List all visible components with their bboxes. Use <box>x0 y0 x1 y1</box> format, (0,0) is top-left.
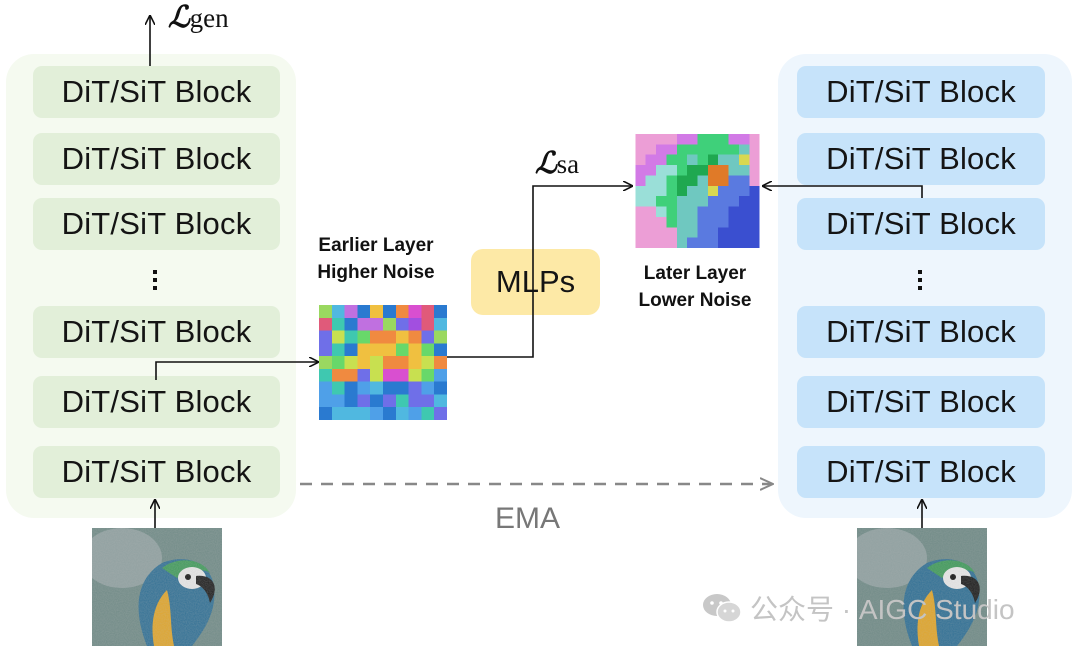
earlier-layer-feature-map <box>319 305 447 420</box>
later-layer-label: Later Layer Lower Noise <box>625 260 765 314</box>
earlier-layer-line: Earlier Layer <box>318 235 434 256</box>
ema-label: EMA <box>495 502 561 535</box>
arrow-from-teacher <box>763 186 923 198</box>
right-block-3: DiT/SiT Block <box>797 198 1045 250</box>
watermark: 公众号 · AIGC Studio <box>702 588 1015 628</box>
wechat-icon <box>703 594 742 623</box>
right-block-4: DiT/SiT Block <box>797 306 1045 358</box>
mlps-box: MLPs <box>471 249 600 315</box>
right-ellipsis <box>918 270 922 294</box>
student-stack-panel <box>6 54 296 518</box>
noisy-parrot-input-left <box>92 528 222 646</box>
left-block-2: DiT/SiT Block <box>33 133 280 185</box>
watermark-text: 公众号 · AIGC Studio <box>750 594 1015 625</box>
later-layer-line: Later Layer <box>643 263 747 284</box>
right-block-6: DiT/SiT Block <box>797 446 1045 498</box>
noisy-parrot-input-right <box>857 528 987 646</box>
loss-gen-label: ℒgen <box>168 0 229 35</box>
left-block-1: DiT/SiT Block <box>33 66 280 118</box>
arrow-to-earlier-map <box>155 362 318 380</box>
right-block-1: DiT/SiT Block <box>797 66 1045 118</box>
right-block-5: DiT/SiT Block <box>797 376 1045 428</box>
left-block-5: DiT/SiT Block <box>33 376 280 428</box>
right-block-2: DiT/SiT Block <box>797 133 1045 185</box>
left-block-4: DiT/SiT Block <box>33 306 280 358</box>
lower-noise-line: Lower Noise <box>638 290 752 311</box>
teacher-stack-panel <box>778 54 1072 518</box>
loss-sa-label: ℒsa <box>535 146 580 181</box>
earlier-layer-label: Earlier Layer Higher Noise <box>306 232 446 286</box>
left-block-6: DiT/SiT Block <box>33 446 280 498</box>
left-block-3: DiT/SiT Block <box>33 198 280 250</box>
higher-noise-line: Higher Noise <box>317 262 435 283</box>
later-layer-feature-map <box>635 134 760 248</box>
left-ellipsis <box>153 270 157 294</box>
arrow-mlps-to-target <box>447 186 632 358</box>
